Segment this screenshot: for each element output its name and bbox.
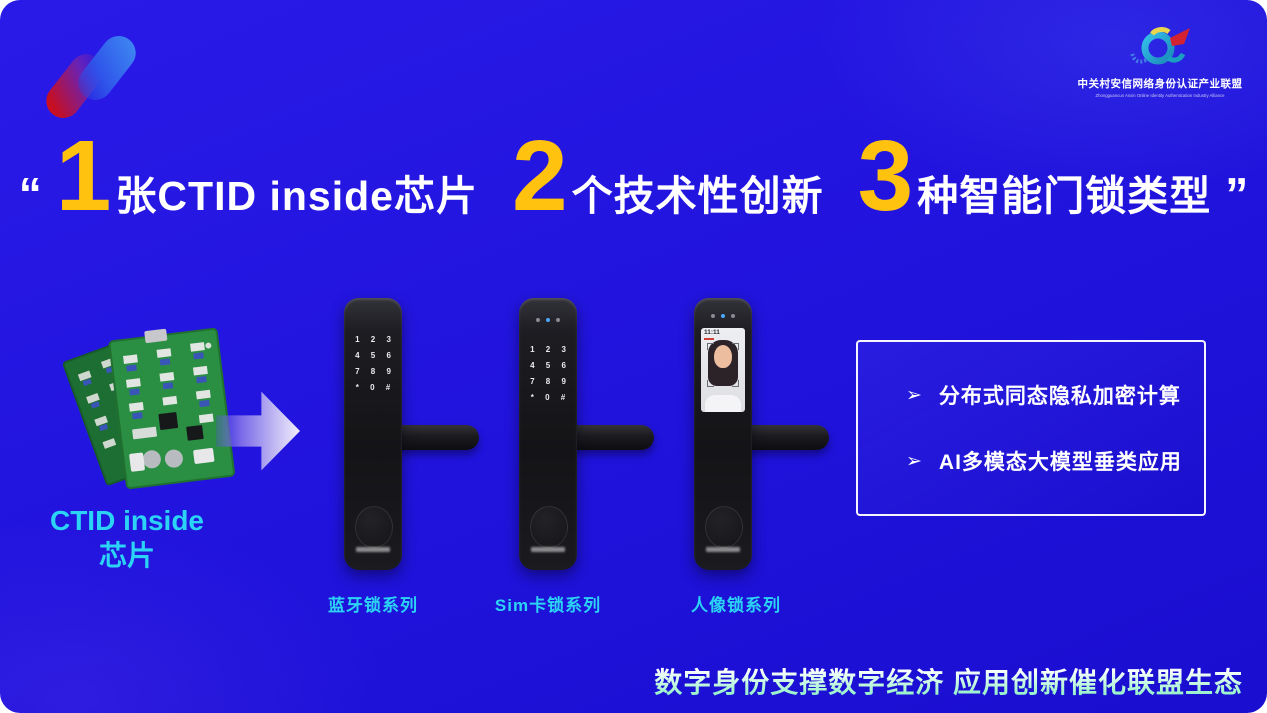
- lock-keyhole-cover: [530, 506, 568, 548]
- headline-text-3: 种智能门锁类型: [917, 173, 1212, 219]
- headline-number-2: 2: [511, 120, 568, 232]
- keypad-row: 1 2 3: [530, 345, 566, 354]
- lock-camera-dots: [694, 314, 752, 318]
- keypad-row: 7 8 9: [530, 377, 566, 386]
- headline-number-1: 1: [55, 120, 112, 232]
- lock-simcard: 1 2 3 4 5 6 7 8 9 * 0 #: [519, 298, 654, 570]
- feature-text-2: AI多模态大模型垂类应用: [938, 451, 1182, 474]
- headline-item-1: 1 张CTID inside芯片: [56, 126, 478, 226]
- headline-number-3: 3: [857, 120, 914, 232]
- lock-keypad: 1 2 3 4 5 6 7 8 9 * 0 #: [344, 332, 402, 396]
- alliance-name-en: Zhongguancun Anxin Online Identity Authe…: [1095, 93, 1225, 98]
- alliance-ribbon-icon: [1130, 27, 1190, 65]
- lock-brand-mark: [356, 547, 390, 552]
- pcb-front-board: [108, 327, 235, 490]
- lock-keypad: 1 2 3 4 5 6 7 8 9 * 0 #: [519, 342, 577, 406]
- keypad-row: 4 5 6: [530, 361, 566, 370]
- keypad-row: 7 8 9: [355, 367, 391, 376]
- lock-label-simcard: Sim卡锁系列: [494, 596, 602, 615]
- face-bracket-icon: [707, 380, 714, 387]
- lock-label-bluetooth: 蓝牙锁系列: [328, 596, 418, 615]
- ctid-chip-label-line2: 芯片: [98, 540, 155, 571]
- lock-face: 11:11: [694, 298, 829, 570]
- feature-item-1: ➢ 分布式同态隐私加密计算: [906, 380, 1204, 410]
- arrow-bullet-icon: ➢: [906, 384, 923, 406]
- lock-keyhole-cover: [705, 506, 743, 548]
- features-box: ➢ 分布式同态隐私加密计算 ➢ AI多模态大模型垂类应用: [856, 340, 1206, 516]
- portrait-shirt: [705, 395, 741, 412]
- lock-brand-mark: [706, 547, 740, 552]
- lock-bluetooth: 1 2 3 4 5 6 7 8 9 * 0 #: [344, 298, 479, 570]
- arrow-bullet-icon: ➢: [906, 450, 923, 472]
- open-quote: “: [18, 168, 42, 220]
- face-bracket-icon: [732, 380, 739, 387]
- lock-label-face: 人像锁系列: [691, 596, 781, 615]
- alliance-logo: 中关村安信网络身份认证产业联盟 Zhongguancun Anxin Onlin…: [1069, 22, 1251, 98]
- keypad-row: 1 2 3: [355, 335, 391, 344]
- feature-item-2: ➢ AI多模态大模型垂类应用: [906, 446, 1204, 476]
- brand-logo-icon: [39, 29, 143, 125]
- headline-text-1: 张CTID inside芯片: [115, 173, 478, 219]
- screen-red-banner: [704, 338, 714, 340]
- headline-item-3: 3 种智能门锁类型: [858, 126, 1212, 226]
- keypad-row: * 0 #: [530, 393, 566, 402]
- lock-keyhole-cover: [355, 506, 393, 548]
- screen-time: 11:11: [704, 329, 720, 336]
- close-quote: ”: [1225, 168, 1249, 220]
- lock-brand-mark: [531, 547, 565, 552]
- ctid-chip-label-line1: CTID inside: [49, 505, 204, 536]
- face-bracket-icon: [707, 343, 714, 350]
- lock-body: 1 2 3 4 5 6 7 8 9 * 0 #: [344, 298, 402, 570]
- keypad-row: 4 5 6: [355, 351, 391, 360]
- keypad-row: * 0 #: [355, 383, 391, 392]
- portrait-face: [714, 345, 732, 368]
- lock-body: 11:11: [694, 298, 752, 570]
- headline: “ 1 张CTID inside芯片 2 个技术性创新 3 种智能门锁类型 ”: [0, 126, 1267, 226]
- lock-indicator-dots: [519, 318, 577, 322]
- lock-face-screen: 11:11: [701, 328, 745, 412]
- lock-body: 1 2 3 4 5 6 7 8 9 * 0 #: [519, 298, 577, 570]
- alliance-name: 中关村安信网络身份认证产业联盟: [1077, 78, 1243, 90]
- headline-text-2: 个技术性创新: [571, 173, 824, 219]
- face-bracket-icon: [732, 343, 739, 350]
- ctid-chip-label: CTID inside 芯片: [22, 503, 232, 573]
- ctid-chip-image: [46, 320, 251, 495]
- feature-text-1: 分布式同态隐私加密计算: [938, 385, 1181, 408]
- tagline: 数字身份支撑数字经济 应用创新催化联盟生态: [654, 661, 1243, 701]
- headline-item-2: 2 个技术性创新: [512, 126, 824, 226]
